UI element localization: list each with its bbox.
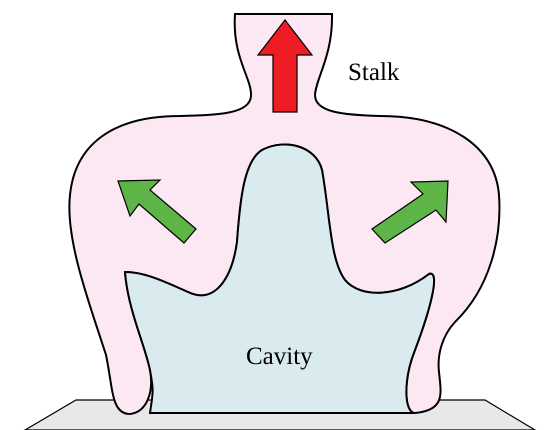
cavity-label: Cavity [246,343,313,370]
stalk-label: Stalk [348,59,400,86]
